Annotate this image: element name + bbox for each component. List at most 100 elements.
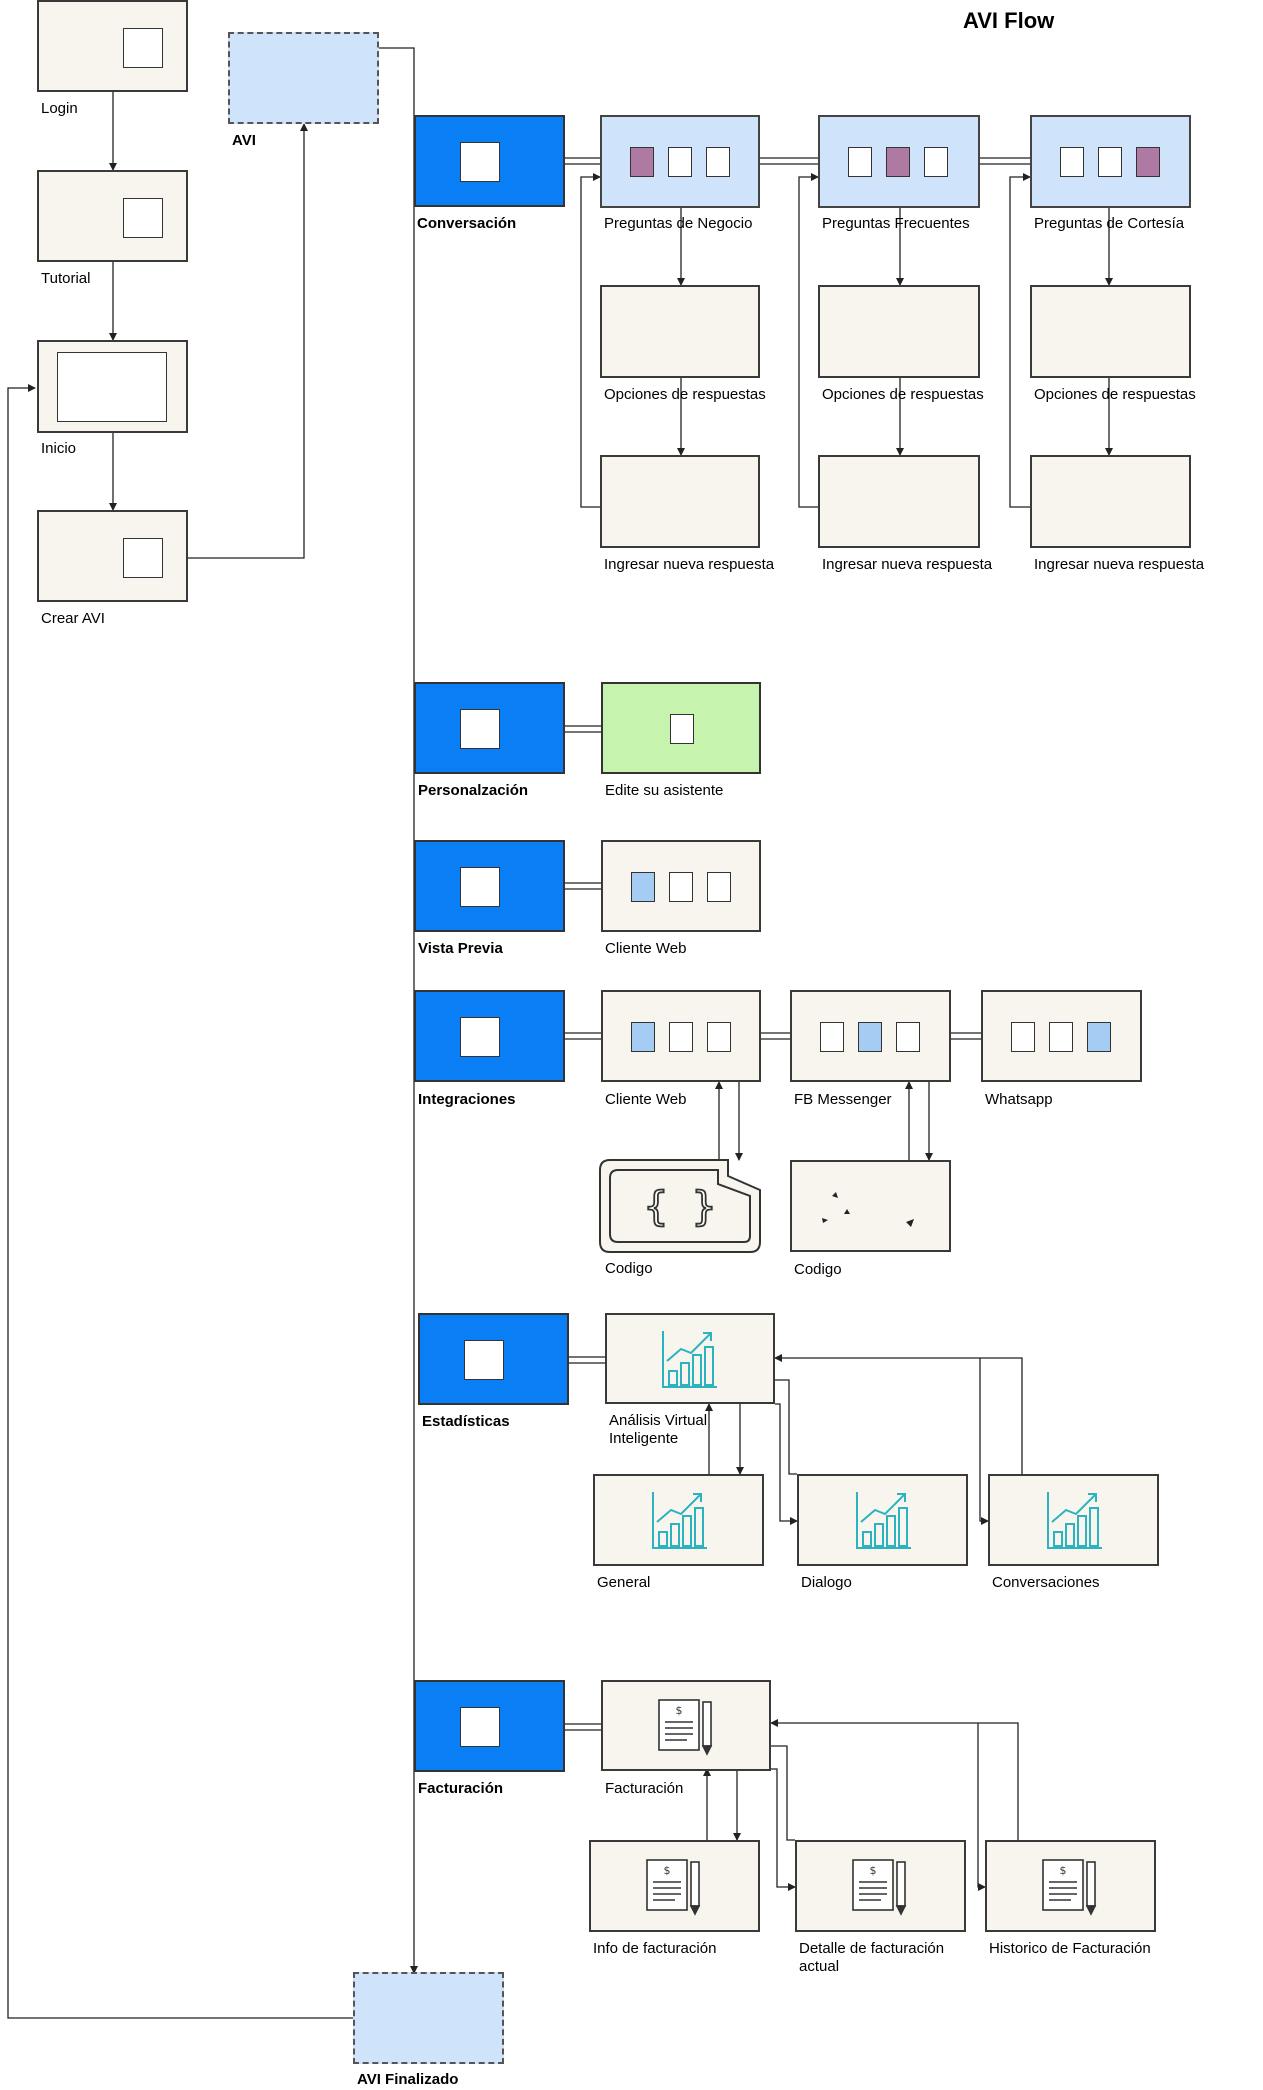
preguntas-negocio-label: Preguntas de Negocio <box>604 215 753 232</box>
avi-label: AVI <box>232 132 256 149</box>
opciones-respuestas-label: Opciones de respuestas <box>1034 386 1196 403</box>
login-label: Login <box>41 100 78 117</box>
screen-placeholder <box>123 198 163 238</box>
bar-chart-icon <box>856 1492 911 1549</box>
tab-marker <box>1136 147 1160 177</box>
ingresar-respuesta-screen <box>818 455 980 548</box>
tab-marker <box>858 1022 882 1052</box>
ingresar-respuesta-label: Ingresar nueva respuesta <box>1034 556 1205 573</box>
avi-finalizado-label: AVI Finalizado <box>357 2071 459 2088</box>
tab-marker <box>669 1022 693 1052</box>
info-facturacion-label: Info de facturación <box>593 1940 717 1957</box>
screen-placeholder <box>123 538 163 578</box>
analisis-virtual-screen <box>605 1313 775 1404</box>
inicio-screen <box>37 340 188 433</box>
preguntas-cortesia-label: Preguntas de Cortesía <box>1034 215 1185 232</box>
svg-text:$: $ <box>870 1864 877 1877</box>
whatsapp-screen <box>981 990 1142 1082</box>
historico-facturacion-screen: $ <box>985 1840 1156 1932</box>
invoice-icon: $ <box>658 1699 713 1756</box>
avi-finalizado-node <box>353 1972 504 2064</box>
historico-facturacion-label: Historico de Facturación <box>989 1940 1151 1957</box>
ingresar-respuesta-label: Ingresar nueva respuesta <box>604 556 775 573</box>
preguntas-frecuentes-screen <box>818 115 980 208</box>
preguntas-cortesia-screen <box>1030 115 1191 208</box>
preguntas-frecuentes-label: Preguntas Frecuentes <box>822 215 970 232</box>
general-label: General <box>597 1574 651 1591</box>
integraciones-label: Integraciones <box>418 1091 516 1108</box>
tab-marker <box>924 147 948 177</box>
screen-placeholder <box>464 1340 504 1380</box>
opciones-respuestas-screen <box>818 285 980 378</box>
inicio-label: Inicio <box>41 440 77 457</box>
screen-placeholder <box>670 714 694 744</box>
tutorial-screen <box>37 170 188 262</box>
cliente-web-preview-screen <box>601 840 761 932</box>
opciones-respuestas-screen <box>600 285 760 378</box>
detalle-facturacion-screen: $ <box>795 1840 966 1932</box>
codigo-screen <box>790 1160 951 1252</box>
tab-marker <box>1060 147 1084 177</box>
crear-avi-label: Crear AVI <box>41 610 105 627</box>
dialogo-label: Dialogo <box>801 1574 852 1591</box>
cursor-icons <box>822 1192 914 1227</box>
tab-marker <box>1098 147 1122 177</box>
opciones-respuestas-screen <box>1030 285 1191 378</box>
preguntas-negocio-screen <box>600 115 760 208</box>
tab-marker <box>669 872 693 902</box>
bar-chart-icon <box>662 1331 717 1388</box>
ingresar-respuesta-screen <box>600 455 760 548</box>
integraciones-section <box>414 990 565 1082</box>
vista-previa-label: Vista Previa <box>418 940 503 957</box>
detalle-facturacion-label: Detalle de facturación actual <box>799 1940 945 1975</box>
dialogo-stats-screen <box>797 1474 968 1566</box>
diagram-title: AVI Flow <box>963 8 1055 33</box>
facturacion-section-label: Facturación <box>418 1780 504 1797</box>
cliente-web-label: Cliente Web <box>605 940 687 957</box>
conversaciones-stats-screen <box>988 1474 1159 1566</box>
ingresar-respuesta-label: Ingresar nueva respuesta <box>822 556 993 573</box>
codigo-label: Codigo <box>605 1260 653 1277</box>
screen-placeholder <box>460 1707 500 1747</box>
analisis-virtual-label: Análisis Virtual Inteligente <box>609 1412 708 1447</box>
edite-asistente-label: Edite su asistente <box>605 782 724 799</box>
tab-marker <box>1087 1022 1111 1052</box>
screen-placeholder <box>57 352 167 422</box>
edite-asistente-screen <box>601 682 761 774</box>
screen-placeholder <box>123 28 163 68</box>
screen-placeholder <box>460 867 500 907</box>
tab-marker <box>630 147 654 177</box>
estadisticas-label: Estadísticas <box>422 1413 510 1430</box>
tab-marker <box>631 872 655 902</box>
crear-avi-screen <box>37 510 188 602</box>
estadisticas-section <box>418 1313 569 1405</box>
tab-marker <box>706 147 730 177</box>
personalizacion-section <box>414 682 565 774</box>
tab-marker <box>896 1022 920 1052</box>
invoice-icon: $ <box>1042 1859 1097 1916</box>
tab-marker <box>1011 1022 1035 1052</box>
tab-marker <box>886 147 910 177</box>
invoice-icon: $ <box>646 1859 701 1916</box>
cliente-web-label: Cliente Web <box>605 1091 687 1108</box>
bar-chart-icon <box>1047 1492 1102 1549</box>
svg-text:$: $ <box>1060 1864 1067 1877</box>
tab-marker <box>668 147 692 177</box>
general-stats-screen <box>593 1474 764 1566</box>
svg-text:{ }: { } <box>644 1184 716 1230</box>
tutorial-label: Tutorial <box>41 270 91 287</box>
conversaciones-label: Conversaciones <box>992 1574 1100 1591</box>
fb-messenger-screen <box>790 990 951 1082</box>
fb-messenger-label: FB Messenger <box>794 1091 892 1108</box>
screen-placeholder <box>460 142 500 182</box>
avi-node <box>228 32 379 124</box>
ingresar-respuesta-screen <box>1030 455 1191 548</box>
personalizacion-label: Personalzación <box>418 782 529 799</box>
bar-chart-icon <box>652 1492 707 1549</box>
codigo-label: Codigo <box>794 1261 842 1278</box>
tab-marker <box>848 147 872 177</box>
tab-marker <box>1049 1022 1073 1052</box>
info-facturacion-screen: $ <box>589 1840 760 1932</box>
